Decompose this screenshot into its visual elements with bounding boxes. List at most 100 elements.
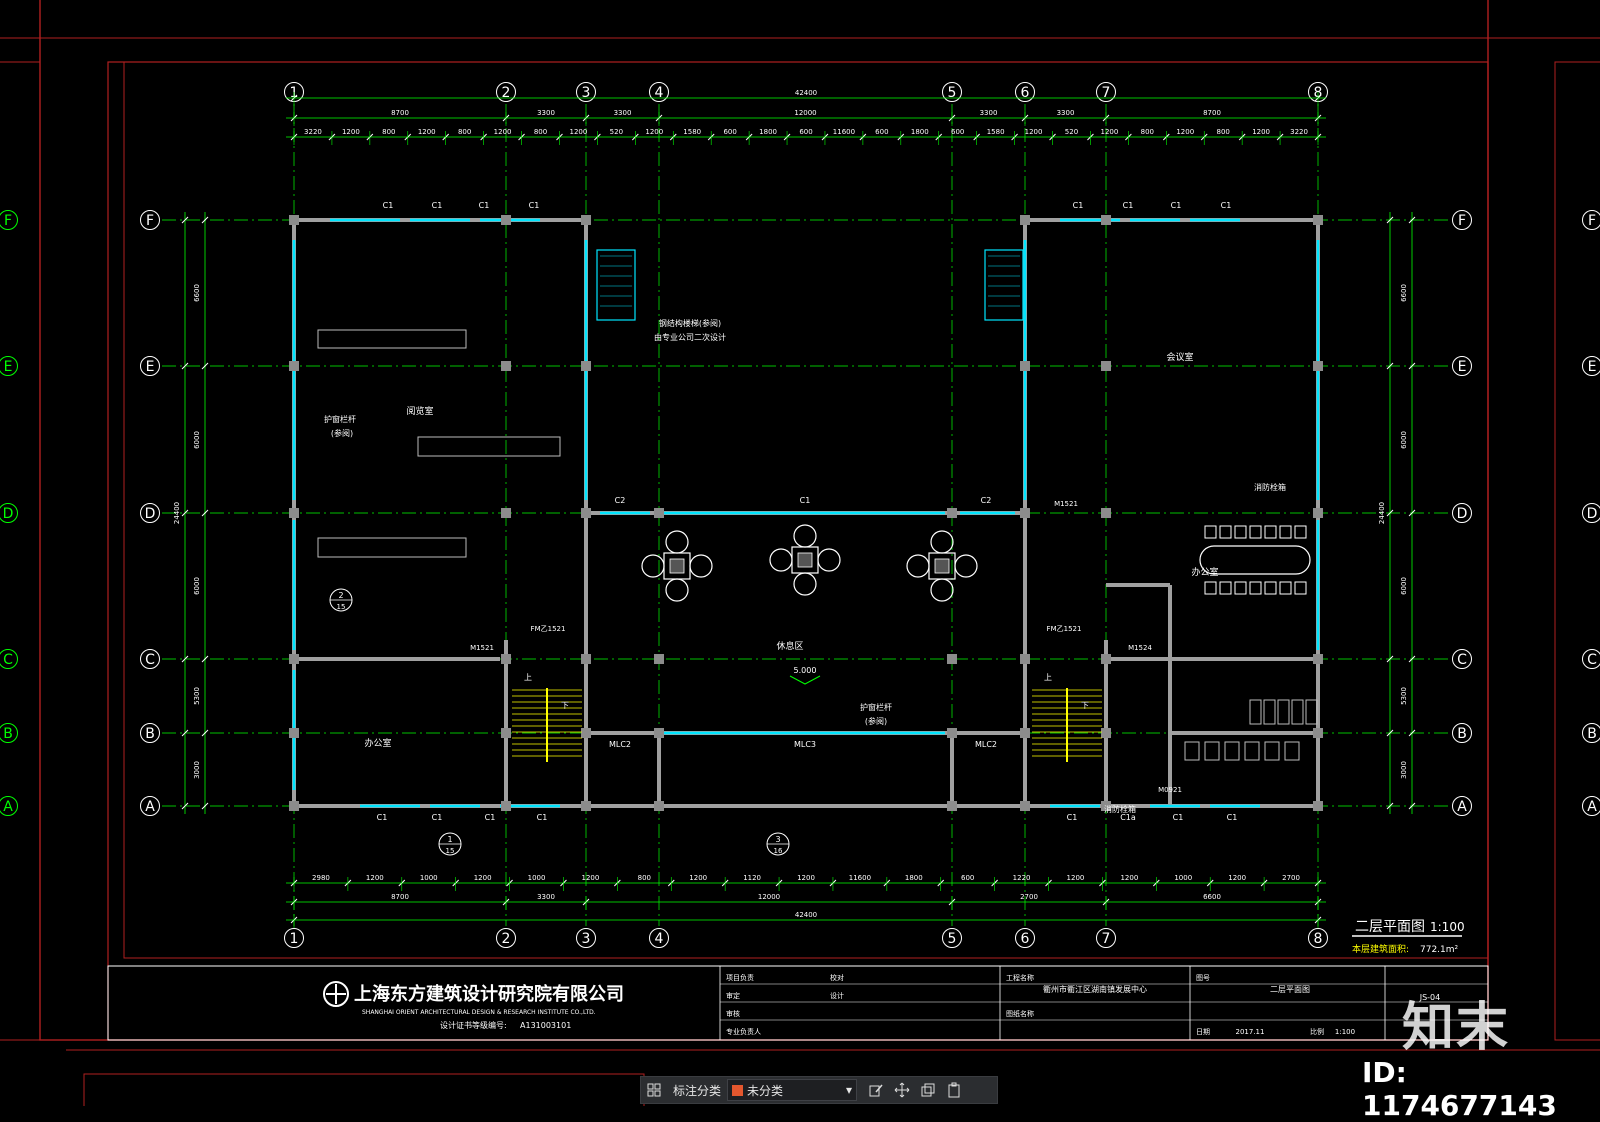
- title-block-label: 审定: [726, 991, 740, 1000]
- side-overall-right: 24400: [1378, 502, 1386, 524]
- neighbor-grid-bubble-right-text: B: [1587, 726, 1597, 742]
- structural-column: [581, 654, 591, 664]
- structural-column: [289, 215, 299, 225]
- title-block-label: 项目负责: [726, 973, 754, 982]
- top-row2-dim-text: 600: [875, 128, 888, 136]
- bottom-row1-dim-text: 1120: [743, 874, 761, 882]
- project-name: 衢州市衢江区湖南镇发展中心: [1043, 984, 1147, 994]
- railing-note-sub: (参阅): [331, 428, 353, 438]
- window-tag: C1: [529, 201, 540, 210]
- detail-callout-number: 3: [775, 835, 780, 844]
- neighbor-grid-bubble-right-text: D: [1587, 506, 1598, 522]
- drawing-date: 2017.11: [1236, 1028, 1265, 1036]
- grid-bubble-row-text: C: [145, 652, 155, 668]
- neighbor-grid-bubble-left-text: C: [3, 652, 13, 668]
- railing-note-center-sub: (参阅): [865, 716, 887, 726]
- paste-icon[interactable]: [941, 1077, 967, 1103]
- window-tag: C1: [1123, 201, 1134, 210]
- grid-bubble-row-text: E: [1458, 359, 1467, 375]
- structural-column: [1101, 508, 1111, 518]
- window-tag: C1: [432, 201, 443, 210]
- structural-column: [1020, 801, 1030, 811]
- bottom-row2-dim-text: 3300: [537, 893, 555, 901]
- structural-column: [501, 728, 511, 738]
- side-dim-text-right: 6000: [1400, 577, 1408, 595]
- bottom-row1-dim-text: 1000: [1174, 874, 1192, 882]
- bottom-overall-dim-text: 42400: [795, 911, 817, 919]
- copy-icon[interactable]: [915, 1077, 941, 1103]
- door-tag: FM乙1521: [531, 625, 566, 633]
- top-row2-dim-text: 800: [1216, 128, 1229, 136]
- structural-column: [1313, 361, 1323, 371]
- bottom-row1-dim-text: 1200: [474, 874, 492, 882]
- neighbor-grid-bubble-left-text: D: [3, 506, 14, 522]
- top-row2-dim-text: 1200: [1252, 128, 1270, 136]
- structural-column: [581, 215, 591, 225]
- top-row2-dim-text: 600: [723, 128, 736, 136]
- grid-bubble-col-text: 6: [1021, 85, 1030, 101]
- neighbor-grid-bubble-right-text: C: [1587, 652, 1597, 668]
- window-tag: C1: [383, 201, 394, 210]
- top-overall-dim-text: 42400: [795, 89, 817, 97]
- window-tag: C1: [1067, 813, 1078, 822]
- grid-bubble-row-text: D: [1457, 506, 1468, 522]
- top-row1-dim-text: 8700: [1203, 109, 1221, 117]
- grid-bubble-col-text: 8: [1314, 931, 1323, 947]
- grid-bubble-col-text: 2: [502, 931, 511, 947]
- bottom-row1-dim-text: 1200: [797, 874, 815, 882]
- grid-view-icon[interactable]: [641, 1077, 667, 1103]
- neighbor-grid-bubble-right-text: E: [1588, 359, 1597, 375]
- structural-column: [1101, 654, 1111, 664]
- bottom-row1-dim-text: 1200: [1120, 874, 1138, 882]
- bottom-row2-dim-text: 8700: [391, 893, 409, 901]
- bottom-row1-dim-text: 800: [638, 874, 651, 882]
- move-icon[interactable]: [889, 1077, 915, 1103]
- grid-bubble-row-text: A: [1457, 799, 1467, 815]
- top-row2-dim-text: 800: [534, 128, 547, 136]
- title-block-label: 审核: [726, 1009, 740, 1018]
- structural-column: [501, 508, 511, 518]
- top-row1-dim-text: 3300: [537, 109, 555, 117]
- edit-icon[interactable]: [863, 1077, 889, 1103]
- structural-column: [1313, 728, 1323, 738]
- top-row1-dim-text: 12000: [794, 109, 816, 117]
- neighbor-grid-bubble-right-text: F: [1588, 213, 1596, 229]
- room-label: 阅览室: [406, 405, 433, 417]
- structural-column: [501, 654, 511, 664]
- structural-column: [581, 508, 591, 518]
- window-tag: C1: [485, 813, 496, 822]
- structural-column: [1313, 215, 1323, 225]
- structural-column: [289, 508, 299, 518]
- window-tag: MLC2: [609, 740, 631, 749]
- stair-up-label-right: 上: [1044, 673, 1052, 682]
- window-tag: MLC2: [975, 740, 997, 749]
- top-row2-dim-text: 11600: [833, 128, 855, 136]
- grid-bubble-col-text: 5: [948, 85, 957, 101]
- structural-column: [1101, 215, 1111, 225]
- top-row1-dim-text: 3300: [614, 109, 632, 117]
- top-row1-dim-text: 8700: [391, 109, 409, 117]
- window-tag: C1: [432, 813, 443, 822]
- drawing-title: 二层平面图: [1355, 919, 1425, 935]
- grid-bubble-col-text: 3: [582, 85, 591, 101]
- company-name-en: SHANGHAI ORIENT ARCHITECTURAL DESIGN & R…: [362, 1009, 596, 1016]
- structural-column: [1313, 654, 1323, 664]
- escalator-note-sub: 由专业公司二次设计: [654, 332, 726, 342]
- door-tag: M1524: [1128, 644, 1152, 652]
- bottom-row1-dim-text: 600: [961, 874, 974, 882]
- top-row2-dim-text: 800: [1141, 128, 1154, 136]
- grid-bubble-col-text: 3: [582, 931, 591, 947]
- structural-column: [947, 654, 957, 664]
- top-row2-dim-text: 600: [799, 128, 812, 136]
- top-row2-dim-text: 1200: [645, 128, 663, 136]
- top-row1-dim-text: 3300: [1057, 109, 1075, 117]
- stair-down-label-right: 下: [1081, 701, 1089, 710]
- annotation-category-select[interactable]: 未分类 ▾: [727, 1079, 857, 1101]
- structural-column: [581, 801, 591, 811]
- top-row2-dim-text: 1800: [759, 128, 777, 136]
- window-tag: C1: [1171, 201, 1182, 210]
- side-dim-text-right: 6000: [1400, 431, 1408, 449]
- structural-column: [1020, 361, 1030, 371]
- grid-bubble-col-text: 1: [290, 931, 299, 947]
